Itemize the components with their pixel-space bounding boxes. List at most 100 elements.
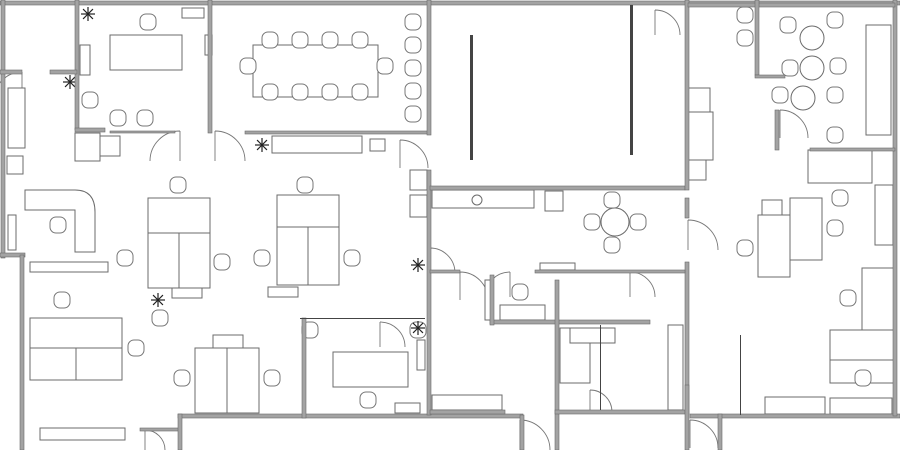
wall bbox=[519, 414, 525, 450]
wall bbox=[0, 0, 900, 6]
cabinet bbox=[761, 199, 783, 216]
wall bbox=[426, 169, 432, 416]
wall bbox=[754, 0, 760, 76]
sofa bbox=[569, 327, 616, 344]
sink-counter bbox=[499, 304, 546, 321]
chair bbox=[151, 309, 169, 327]
chair bbox=[351, 83, 369, 101]
furniture bbox=[6, 7, 895, 441]
wall bbox=[207, 0, 213, 134]
desk bbox=[75, 347, 123, 381]
wall bbox=[139, 427, 181, 432]
chair bbox=[826, 126, 844, 144]
chair bbox=[583, 213, 601, 231]
sofa bbox=[7, 87, 26, 149]
desk bbox=[109, 34, 183, 71]
partition-line bbox=[600, 325, 601, 410]
cabinet bbox=[409, 169, 428, 191]
reception-desk bbox=[24, 189, 96, 253]
desk bbox=[829, 329, 895, 361]
desk bbox=[147, 232, 180, 289]
desk bbox=[226, 347, 260, 414]
chair bbox=[826, 219, 844, 237]
wall bbox=[809, 147, 896, 152]
chair bbox=[771, 86, 789, 104]
round-table bbox=[790, 85, 816, 111]
wall bbox=[892, 0, 898, 417]
chair bbox=[291, 83, 309, 101]
desk bbox=[29, 347, 77, 381]
wall bbox=[489, 319, 651, 325]
partition-line bbox=[740, 335, 741, 415]
wall bbox=[429, 185, 686, 191]
sink-counter bbox=[667, 324, 684, 411]
chair bbox=[213, 253, 231, 271]
counter bbox=[29, 261, 109, 273]
chair bbox=[343, 249, 361, 267]
plant-icon bbox=[411, 321, 425, 335]
wall bbox=[49, 69, 78, 75]
partition-line bbox=[630, 5, 633, 155]
plant-icon bbox=[411, 258, 425, 272]
cabinet bbox=[409, 194, 428, 218]
chair bbox=[296, 176, 314, 194]
chair bbox=[136, 109, 154, 127]
side-table bbox=[369, 138, 386, 152]
chair bbox=[53, 291, 71, 309]
chair bbox=[736, 6, 754, 24]
round-table bbox=[799, 55, 825, 81]
chair bbox=[404, 13, 422, 31]
cabinet bbox=[829, 397, 893, 415]
desk bbox=[276, 194, 340, 228]
wall bbox=[0, 69, 23, 75]
cabinet bbox=[79, 44, 91, 76]
cabinet bbox=[7, 214, 17, 251]
desk bbox=[147, 197, 211, 234]
wall bbox=[774, 109, 780, 151]
chair bbox=[351, 31, 369, 49]
chair bbox=[139, 13, 157, 31]
chair bbox=[831, 189, 849, 207]
wall bbox=[554, 279, 560, 450]
cabinet bbox=[171, 287, 203, 299]
desk bbox=[307, 226, 340, 286]
wall bbox=[429, 269, 461, 274]
chair bbox=[736, 29, 754, 47]
chair bbox=[854, 369, 872, 387]
shelf bbox=[181, 7, 205, 19]
desk bbox=[332, 351, 409, 388]
wall bbox=[687, 2, 896, 8]
wall bbox=[684, 0, 690, 191]
chair bbox=[603, 236, 621, 254]
wall bbox=[109, 130, 176, 134]
chair bbox=[127, 339, 145, 357]
credenza bbox=[271, 135, 363, 154]
plant-icon bbox=[63, 75, 77, 89]
chair bbox=[321, 83, 339, 101]
chair bbox=[736, 239, 754, 257]
side-table bbox=[6, 155, 24, 175]
plant-icon bbox=[81, 7, 95, 21]
desk bbox=[789, 197, 823, 261]
chair bbox=[404, 82, 422, 100]
chair bbox=[376, 57, 394, 75]
chair bbox=[261, 83, 279, 101]
armchair bbox=[74, 132, 101, 162]
chair bbox=[779, 16, 797, 34]
chair bbox=[49, 216, 67, 234]
door-swing bbox=[519, 419, 551, 450]
desk bbox=[178, 232, 211, 289]
door-swing bbox=[687, 219, 719, 251]
door-swing bbox=[459, 271, 489, 301]
wall bbox=[0, 0, 6, 259]
wall bbox=[554, 409, 686, 415]
wall bbox=[684, 197, 690, 219]
wall bbox=[244, 130, 431, 135]
chair bbox=[826, 11, 844, 29]
cabinet bbox=[212, 334, 244, 349]
door-swing bbox=[144, 429, 166, 450]
sink bbox=[471, 194, 483, 206]
appliance bbox=[544, 190, 564, 212]
